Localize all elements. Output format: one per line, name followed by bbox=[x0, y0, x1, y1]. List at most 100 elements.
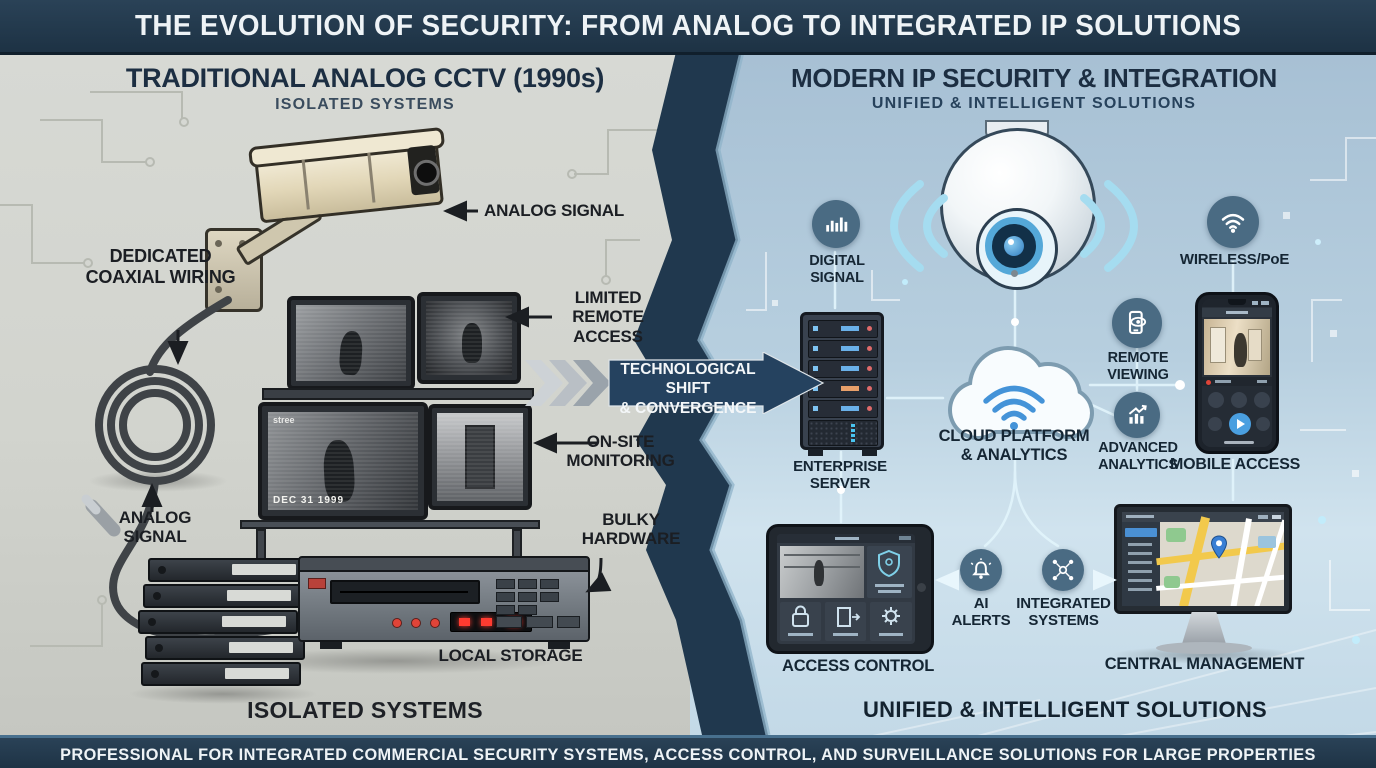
map-water bbox=[1258, 536, 1276, 548]
wifi-icon bbox=[1221, 213, 1245, 233]
camera-lens bbox=[412, 158, 441, 188]
label-ai-alerts: AI ALERTS bbox=[951, 595, 1011, 630]
home-indicator bbox=[1224, 441, 1254, 444]
record-leds bbox=[392, 618, 440, 628]
transition-arrow-text: TECHNOLOGICAL SHIFT & CONVERGENCE bbox=[597, 360, 779, 418]
label-local-storage: LOCAL STORAGE bbox=[438, 646, 583, 665]
cart-shelf bbox=[240, 520, 540, 529]
map-park bbox=[1166, 528, 1186, 542]
scanlines bbox=[268, 412, 418, 510]
phone-screen bbox=[1202, 299, 1272, 447]
right-panel-footer: UNIFIED & INTELLIGENT SOLUTIONS bbox=[862, 697, 1268, 722]
left-panel-subtitle: ISOLATED SYSTEMS bbox=[275, 96, 455, 113]
vcr-foot bbox=[320, 642, 342, 649]
map-pin-icon bbox=[1210, 535, 1228, 559]
control-button bbox=[1208, 417, 1222, 431]
vhs-tape-stack bbox=[138, 558, 310, 692]
shield-icon bbox=[878, 549, 900, 578]
label-integrated-systems: INTEGRATED SYSTEMS bbox=[1016, 595, 1111, 630]
top-banner: THE EVOLUTION OF SECURITY: FROM ANALOG T… bbox=[0, 0, 1376, 55]
vhs-tape bbox=[145, 636, 305, 660]
label-digital-signal: DIGITAL SIGNAL bbox=[809, 253, 865, 286]
transition-arrow-line2: & CONVERGENCE bbox=[619, 399, 757, 417]
management-monitor bbox=[1114, 504, 1292, 614]
crt-monitor bbox=[287, 296, 415, 390]
vhs-tape bbox=[143, 584, 303, 608]
vcr-foot bbox=[548, 642, 570, 649]
door-icon bbox=[837, 607, 861, 627]
wireless-badge bbox=[1207, 196, 1259, 248]
ip-dome-camera bbox=[930, 120, 1100, 290]
label-on-site-monitoring: ON-SITE MONITORING bbox=[566, 432, 675, 471]
scanlines bbox=[296, 305, 406, 381]
lens-glint bbox=[1008, 239, 1014, 245]
monitor-screen bbox=[1122, 512, 1284, 606]
scanlines bbox=[437, 413, 523, 501]
left-panel-title: TRADITIONAL ANALOG CCTV (1990s) bbox=[125, 63, 605, 93]
gear-icon bbox=[882, 607, 900, 625]
camera-seam bbox=[301, 159, 310, 210]
label-central-management: CENTRAL MANAGEMENT bbox=[1104, 655, 1305, 673]
map-park bbox=[1164, 576, 1180, 588]
tablet-title-bar bbox=[777, 534, 915, 543]
tablet-screen bbox=[777, 534, 915, 644]
control-button bbox=[1256, 417, 1270, 431]
map-view bbox=[1156, 516, 1284, 606]
button-row bbox=[496, 616, 581, 628]
remote-viewing-badge bbox=[1112, 298, 1162, 348]
server-foot bbox=[808, 449, 823, 456]
phone-eye-icon bbox=[1128, 310, 1147, 334]
phone-notch bbox=[1228, 299, 1246, 305]
label-access-control: ACCESS CONTROL bbox=[782, 657, 935, 675]
lock-tile bbox=[780, 602, 821, 641]
vhs-tape bbox=[141, 662, 301, 686]
mobile-phone bbox=[1195, 292, 1279, 454]
camera-feed-timestamp: DEC 31 1999 bbox=[273, 495, 344, 506]
integrated-systems-badge bbox=[1042, 549, 1084, 591]
analog-camera bbox=[205, 118, 455, 318]
play-icon bbox=[1237, 419, 1245, 429]
label-enterprise-server: ENTERPRISE SERVER bbox=[793, 458, 887, 493]
transition-arrow: TECHNOLOGICAL SHIFT & CONVERGENCE bbox=[525, 352, 825, 417]
lens-iris bbox=[1004, 236, 1024, 256]
label-cloud-platform: CLOUD PLATFORM & ANALYTICS bbox=[938, 427, 1090, 464]
label-limited-remote-access: LIMITED REMOTE ACCESS bbox=[572, 288, 644, 346]
rack-unit bbox=[808, 320, 878, 338]
signal-bars-icon bbox=[826, 217, 848, 232]
vcr-front bbox=[298, 570, 590, 642]
monitor-screen bbox=[426, 301, 512, 375]
label-advanced-analytics: ADVANCED ANALYTICS bbox=[1098, 440, 1178, 473]
rack-unit bbox=[808, 380, 878, 398]
vent-grid bbox=[808, 420, 878, 446]
monitor-screen: stree DEC 31 1999 bbox=[268, 412, 418, 510]
vcr-recorder bbox=[298, 556, 590, 656]
camera-body bbox=[248, 126, 446, 224]
label-mobile-access: MOBILE ACCESS bbox=[1170, 456, 1301, 473]
control-button bbox=[1254, 392, 1270, 408]
silhouette-figure bbox=[462, 323, 482, 363]
feed-info-bar bbox=[1202, 377, 1272, 386]
monitor-base bbox=[1156, 642, 1252, 654]
bell-icon bbox=[970, 558, 992, 579]
crt-monitor bbox=[417, 292, 521, 384]
advanced-analytics-badge bbox=[1114, 392, 1160, 438]
sidebar-item-active bbox=[1125, 528, 1157, 537]
vhs-tape bbox=[148, 558, 308, 582]
camera-seam bbox=[367, 152, 376, 203]
label-bulky-hardware: BULKY HARDWARE bbox=[581, 510, 681, 549]
rack-unit bbox=[808, 340, 878, 358]
shadow bbox=[88, 470, 228, 492]
camera-lens-housing bbox=[406, 144, 441, 196]
tablet-home-button bbox=[917, 583, 926, 592]
label-remote-viewing: REMOTE VIEWING bbox=[1107, 350, 1169, 383]
app-sidebar bbox=[1122, 522, 1160, 606]
silhouette-figure bbox=[814, 560, 824, 586]
controls-area bbox=[1202, 386, 1272, 447]
right-panel-subtitle: UNIFIED & INTELLIGENT SOLUTIONS bbox=[871, 95, 1197, 112]
right-panel-title: MODERN IP SECURITY & INTEGRATION bbox=[791, 63, 1277, 93]
button-cluster bbox=[496, 579, 580, 615]
app-title-bar bbox=[1202, 308, 1272, 317]
label-dedicated-coaxial-wiring: DEDICATED COAXIAL WIRING bbox=[85, 246, 236, 287]
vhs-tape bbox=[138, 610, 298, 634]
